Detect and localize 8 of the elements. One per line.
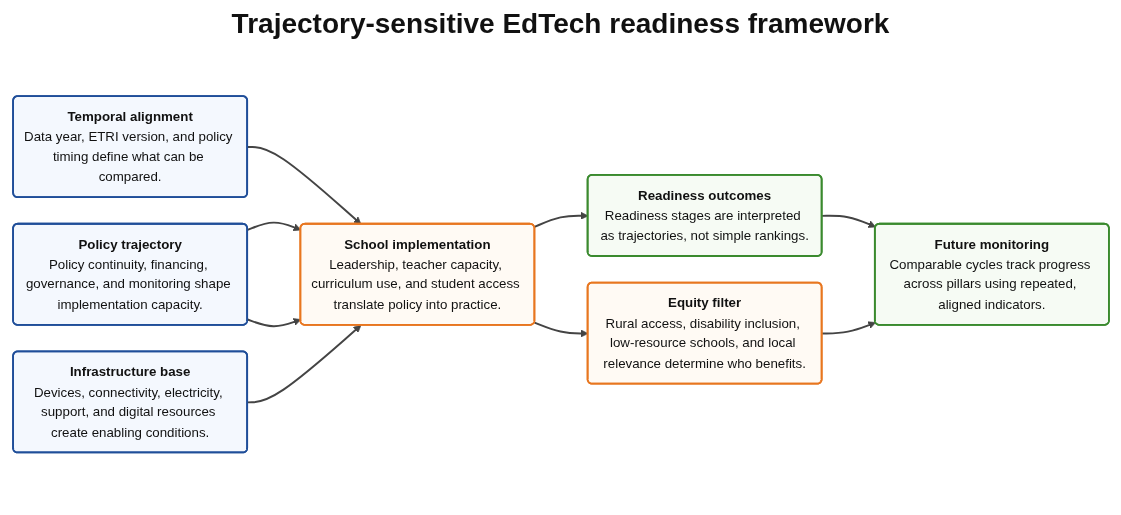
arrow xyxy=(246,221,301,231)
arrow xyxy=(246,317,301,327)
arrow xyxy=(533,211,588,228)
flowchart: Temporal alignment Data year, ETRI version, and policy timing define what can be compared. Policy trajectory Policy continuity, financing, governance, and monitoring shape implementation capacity. Infrastructure base Devices, connectivity, electricity, support, and digital resources create enabling conditions. School implementation Leadership, teacher capacity, curriculum use, and student access translate policy into practice. Readiness outcomes Readiness stages are interpreted as trajectories, not simple rankings. Equity filter Rural access, disability inclusion, low-resource schools, and local relevance determine who benefits. Future monitoring Comparable cycles track progress across pillars using repeated, aligned indicators. xyxy=(5,88,1116,460)
diagram-title: Trajectory-sensitive EdTech readiness framework xyxy=(230,8,891,40)
arrow xyxy=(246,145,361,225)
arrow xyxy=(533,321,588,338)
arrow xyxy=(246,324,361,404)
